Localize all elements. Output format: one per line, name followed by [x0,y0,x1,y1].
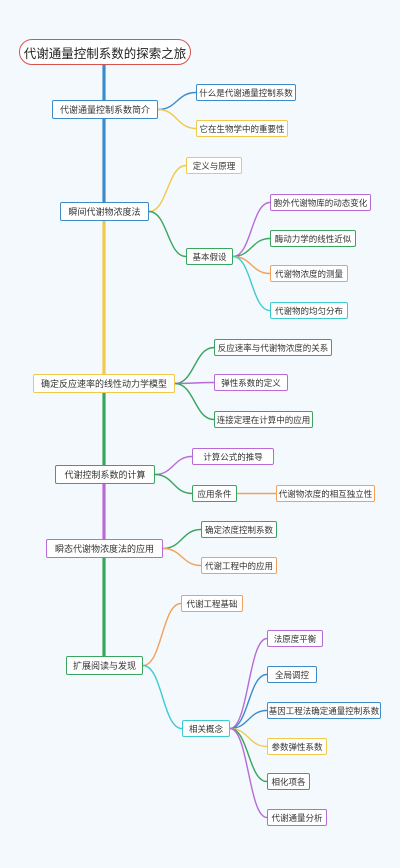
connector-s4-s4c2 [154,473,193,495]
connector-s2-s2c2 [148,210,187,258]
subtopic-definition[interactable]: 定义与原理 [186,157,242,174]
connector-s6c2-s6d2 [229,673,268,730]
concept-global-regulation[interactable]: 全局调控 [267,666,317,683]
connector-s6-s6c2 [142,664,183,730]
subtopic-assumptions[interactable]: 基本假设 [186,248,233,265]
connector-s6c2-s6d5 [229,727,268,783]
connector-s2-s2c1 [148,164,187,213]
connector-s6c2-s6d6 [229,727,268,819]
connector-s6-s6c1 [142,602,182,667]
concept-balance[interactable]: 法原度平衡 [267,630,323,647]
assumption-uniform[interactable]: 代谢物的均匀分布 [270,302,348,319]
subtopic-importance[interactable]: 它在生物学中的重要性 [196,120,288,137]
subtopic-connectivity[interactable]: 连接定理在计算中的应用 [214,411,313,428]
subtopic-rate-relation[interactable]: 反应速率与代谢物浓度的关系 [214,339,332,356]
subtopic-conditions[interactable]: 应用条件 [192,485,237,502]
subtopic-formula[interactable]: 计算公式的推导 [192,448,274,465]
subtopic-engineering-basics[interactable]: 代谢工程基础 [181,595,243,612]
concept-flux-analysis[interactable]: 代谢通量分析 [267,809,327,826]
topic-application[interactable]: 瞬态代谢物浓度法的应用 [46,539,163,558]
subtopic-elasticity[interactable]: 弹性系数的定义 [214,374,288,391]
subtopic-what-is[interactable]: 什么是代谢通量控制系数 [196,84,296,101]
connector-s5-s5c2 [162,547,202,567]
connector-s2c2-s2d4 [232,255,271,312]
condition-independence[interactable]: 代谢物浓度的相互独立性 [276,485,375,502]
assumption-measurement[interactable]: 代谢物浓度的测量 [270,265,348,282]
connector-s2c2-s2d1 [232,201,271,258]
concept-parameter-elasticity[interactable]: 参数弹性系数 [267,738,327,755]
topic-intro[interactable]: 代谢通量控制系数简介 [52,100,158,119]
connector-s2c2-s2d2 [232,237,271,258]
topic-calculation[interactable]: 代谢控制系数的计算 [55,465,155,484]
concept-phase-terms[interactable]: 相化项各 [267,773,310,790]
concept-genetic-engineering[interactable]: 基因工程法确定通量控制系数 [267,702,381,719]
assumption-pool-dynamics[interactable]: 胞外代谢物库的动态变化 [270,194,371,211]
connector-s6c2-s6d1 [229,637,268,730]
connector-s4-s4c1 [154,455,193,476]
connector-s1-s1c1 [157,91,197,111]
connector-s3-s3c1 [174,346,215,385]
root-topic[interactable]: 代谢通量控制系数的探索之旅 [19,39,191,65]
assumption-linear-kinetics[interactable]: 酶动力学的线性近似 [270,230,356,247]
topic-linear-model[interactable]: 确定反应速率的线性动力学模型 [33,374,175,393]
connector-s6c2-s6d3 [229,709,268,730]
subtopic-concentration-control[interactable]: 确定浓度控制系数 [201,521,277,538]
topic-transient-method[interactable]: 瞬间代谢物浓度法 [60,202,149,221]
subtopic-engineering-use[interactable]: 代谢工程中的应用 [201,557,277,574]
subtopic-related-concepts[interactable]: 相关概念 [182,720,230,737]
connector-s3-s3c3 [174,382,215,421]
connector-s1-s1c2 [157,108,197,130]
topic-further-reading[interactable]: 扩展阅读与发现 [66,656,143,675]
connector-s5-s5c1 [162,528,202,550]
